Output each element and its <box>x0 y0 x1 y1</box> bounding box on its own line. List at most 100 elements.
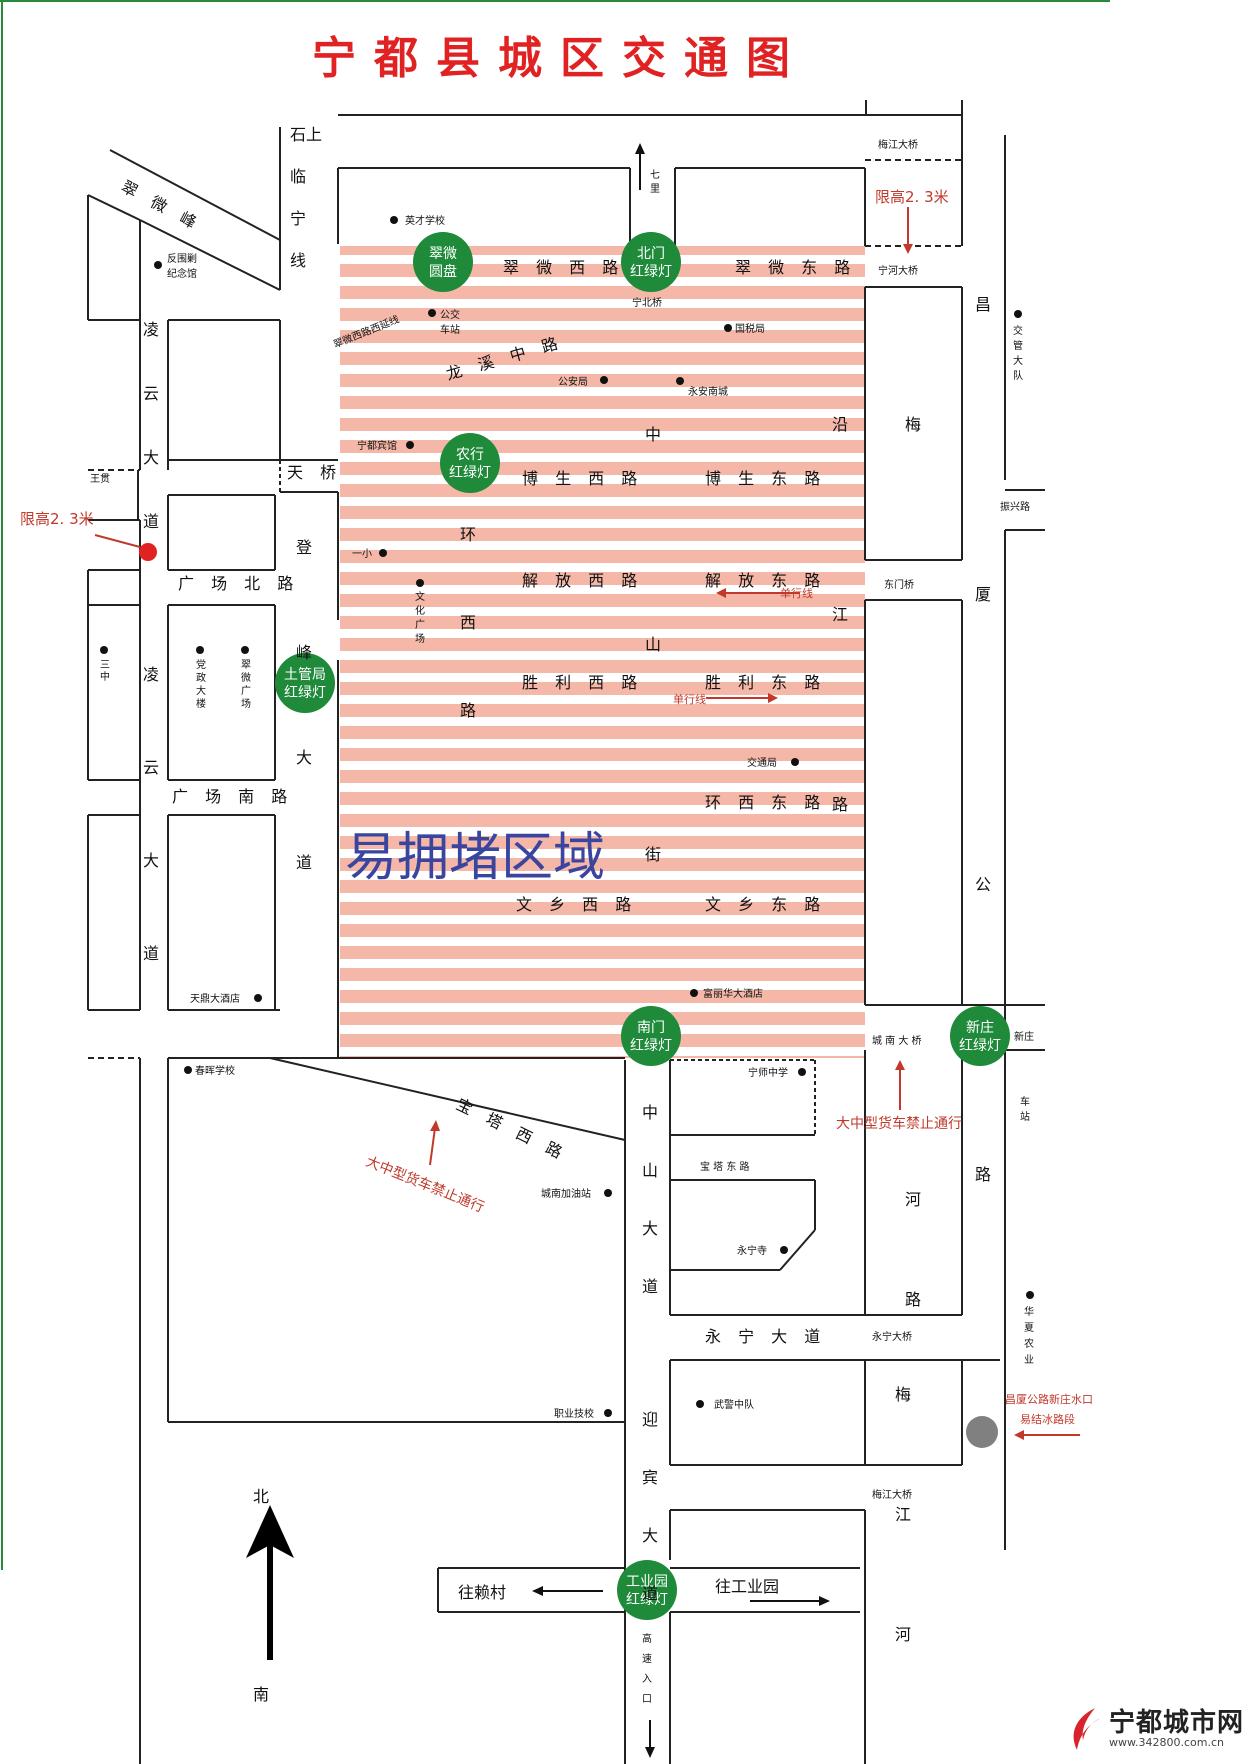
map-label: 中 <box>642 1103 658 1122</box>
map-label: 政 <box>196 671 206 684</box>
map-label: 宝 塔 西 路 <box>453 1095 570 1165</box>
map-label: 业 <box>1024 1354 1034 1366</box>
signal-label: 红绿灯 <box>284 685 326 701</box>
industrial-arrows <box>532 1586 830 1758</box>
map-label: 交通局 <box>747 756 777 769</box>
map-label: 楼 <box>196 697 206 710</box>
map-label: 职业技校 <box>554 1407 594 1420</box>
map-label: 大 <box>143 448 159 467</box>
map-label: 临 <box>290 167 306 186</box>
map-label: 文 乡 东 路 <box>705 895 826 914</box>
map-label: 文 <box>415 590 425 603</box>
map-label: 城 南 大 桥 <box>872 1034 922 1047</box>
signal-label: 圆盘 <box>429 263 457 280</box>
map-label: 王贯 <box>90 473 110 485</box>
congestion-label: 易拥堵区域 <box>345 828 605 888</box>
map-label: 河 <box>895 1625 911 1644</box>
map-label: 队 <box>1013 369 1023 382</box>
map-label: 永宁大桥 <box>872 1330 912 1343</box>
map-label: 路 <box>832 795 848 814</box>
height-limit-marker <box>139 543 157 561</box>
congestion-zone <box>340 246 865 1058</box>
map-label: 永 宁 大 道 <box>705 1327 826 1346</box>
map-label: 解 放 东 路 <box>705 571 826 590</box>
map-label: 大 <box>296 748 312 767</box>
map-label: 易结冰路段 <box>1020 1412 1075 1426</box>
map-label: 峰 <box>296 643 312 662</box>
map-label: 国税局 <box>735 322 765 335</box>
map-label: 站 <box>1020 1110 1030 1123</box>
road-network <box>87 100 1045 1764</box>
signal-label: 红绿灯 <box>449 465 491 481</box>
signal-beimen <box>621 232 681 292</box>
map-label: 山 <box>645 635 661 654</box>
map-label: 公 <box>975 875 991 894</box>
map-label: 公安局 <box>558 375 588 388</box>
map-label: 车站 <box>440 323 460 336</box>
site-logo[interactable]: 宁都城市网 www.342800.com.cn <box>1065 1700 1255 1760</box>
map-label: 大 <box>196 684 206 697</box>
map-label: 限高2. 3米 <box>20 510 94 528</box>
map-label: 昌厦公路新庄水口 <box>1005 1392 1093 1406</box>
map-label: 文 乡 西 路 <box>516 895 637 914</box>
map-label: 石上 <box>290 125 322 144</box>
map-label: 广 场 南 路 <box>172 787 293 806</box>
signal-label: 北门 <box>637 246 665 262</box>
map-label: 高 <box>642 1632 652 1645</box>
map-label: 武警中队 <box>714 1398 754 1411</box>
map-label: 管 <box>1013 339 1023 352</box>
map-label: 场 <box>241 697 251 710</box>
map-label: 永安南城 <box>688 385 728 398</box>
map-label: 口 <box>642 1694 652 1705</box>
map-label: 沿 <box>832 415 848 434</box>
map-label: 道 <box>642 1584 658 1603</box>
map-label: 新庄 <box>1014 1030 1034 1043</box>
signal-nanmen <box>621 1006 681 1066</box>
map-label: 限高2. 3米 <box>875 188 949 206</box>
map-label: 梅 <box>895 1385 911 1404</box>
map-label: 三 <box>100 660 110 671</box>
compass <box>246 1505 294 1660</box>
map-title: 宁都县城区交通图 <box>312 33 808 84</box>
map-label: 河 <box>905 1190 921 1209</box>
signal-label: 南门 <box>637 1020 665 1036</box>
map-label: 往工业园 <box>715 1577 779 1596</box>
map-label: 胜 利 东 路 <box>705 673 826 692</box>
map-label: 南 <box>253 1685 269 1704</box>
site-name: 宁都城市网 <box>1109 1708 1245 1738</box>
map-label: 路 <box>905 1290 921 1309</box>
map-label: 昌 <box>975 295 991 314</box>
map-label: 速 <box>642 1653 652 1665</box>
map-label: 道 <box>143 944 159 963</box>
signal-nonghang <box>440 433 500 493</box>
map-label: 翠 微 峰 <box>118 177 205 235</box>
map-label: 广 场 北 路 <box>178 574 299 593</box>
map-label: 道 <box>642 1277 658 1296</box>
map-label: 大 <box>143 851 159 870</box>
map-label: 翠 微 西 路 <box>503 258 624 277</box>
map-label: 富丽华大酒店 <box>703 987 763 1000</box>
map-label: 宝 塔 东 路 <box>700 1160 750 1173</box>
signal-label: 土管局 <box>284 667 326 683</box>
map-label: 宁北桥 <box>632 296 662 309</box>
map-label: 反围剿 <box>167 252 197 265</box>
warning-arrows <box>94 207 1080 1440</box>
signal-xinzhuang <box>950 1006 1010 1066</box>
map-label: 梅江大桥 <box>878 138 918 151</box>
map-label: 入 <box>642 1674 652 1685</box>
map-label: 云 <box>143 758 159 777</box>
map-label: 场 <box>415 632 425 645</box>
map-label: 梅江大桥 <box>872 1488 912 1501</box>
map-label: 江 <box>832 605 848 624</box>
map-label: 华 <box>1024 1305 1034 1318</box>
map-label: 车 <box>1020 1095 1030 1108</box>
map-label: 公交 <box>440 308 460 321</box>
signal-label: 工业园 <box>626 1574 668 1590</box>
map-label: 宁河大桥 <box>878 264 918 277</box>
map-label: 大 <box>642 1526 658 1545</box>
map-label: 环 西 东 路 <box>705 793 826 812</box>
map-label: 大 <box>1013 354 1023 367</box>
map-label: 东门桥 <box>884 578 914 591</box>
signal-gongyeyuan <box>617 1560 677 1620</box>
